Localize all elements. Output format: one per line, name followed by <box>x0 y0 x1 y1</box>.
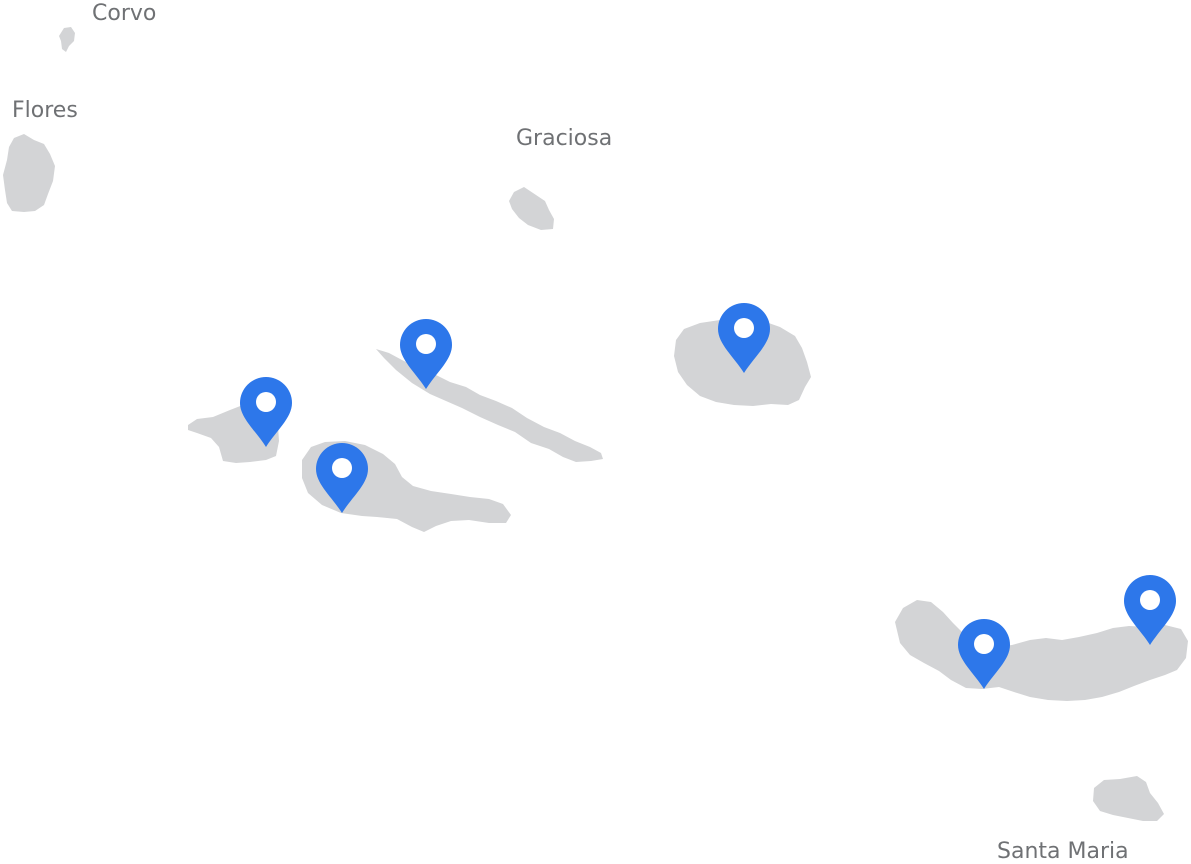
island-santa-maria <box>1093 776 1164 821</box>
map-pin-icon[interactable] <box>958 619 1010 689</box>
label-graciosa: Graciosa <box>516 126 612 151</box>
label-flores: Flores <box>12 98 78 123</box>
island-sao-miguel <box>895 600 1188 701</box>
map-pin-icon[interactable] <box>316 443 368 513</box>
map-pin-icon[interactable] <box>718 303 770 373</box>
island-flores <box>3 134 55 212</box>
map-pin-icon[interactable] <box>240 377 292 447</box>
label-santa-maria: Santa Maria <box>997 839 1129 864</box>
label-corvo: Corvo <box>92 1 156 26</box>
island-graciosa <box>509 187 554 230</box>
island-corvo <box>59 27 75 52</box>
map-pin-icon[interactable] <box>400 319 452 389</box>
map-pin-icon[interactable] <box>1124 575 1176 645</box>
